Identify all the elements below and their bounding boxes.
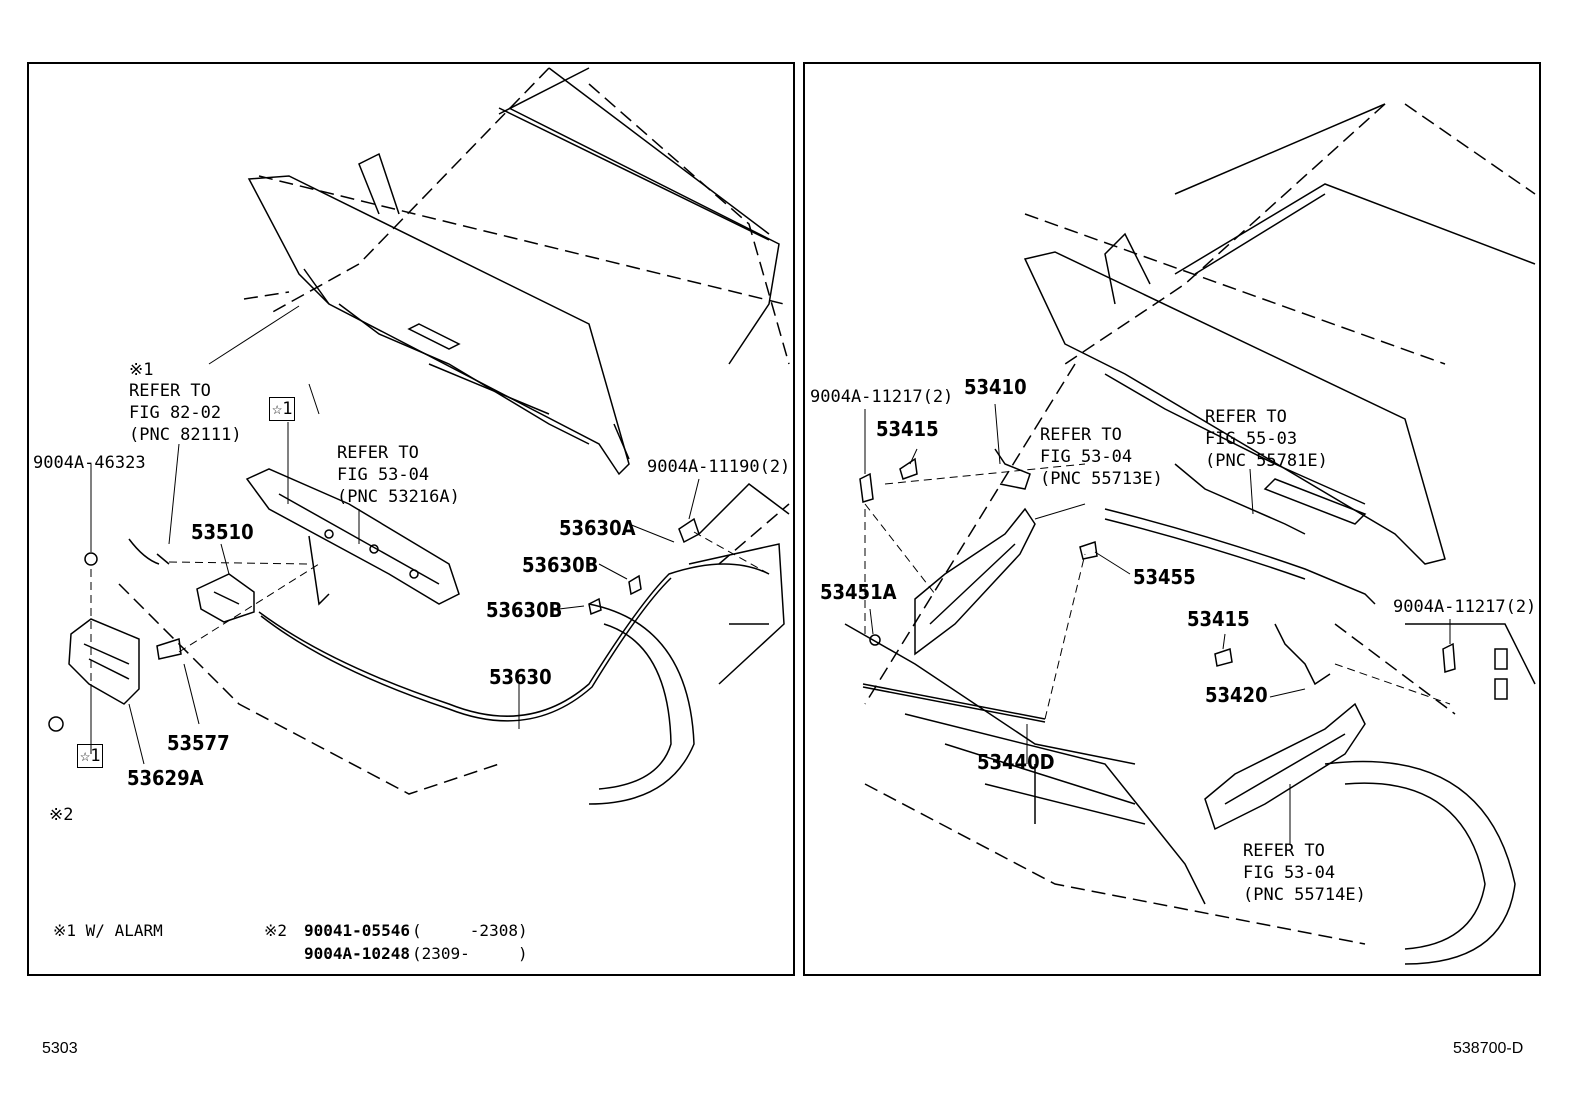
refer-55781e-line1: REFER TO bbox=[1205, 407, 1287, 427]
refer-support-line3: (PNC 53216A) bbox=[337, 487, 460, 507]
left-windshield bbox=[358, 67, 780, 365]
right-fender-wheel bbox=[1324, 623, 1536, 965]
refer-55781e-line3: (PNC 55781E) bbox=[1205, 451, 1328, 471]
note2-range2: (2309- ) bbox=[412, 944, 528, 963]
part-53415-upper: 53415 bbox=[876, 417, 939, 441]
right-windshield bbox=[1104, 103, 1536, 305]
part-53630b-upper: 53630B bbox=[522, 553, 599, 577]
refer-55781e-line2: FIG 55-03 bbox=[1205, 429, 1298, 449]
footer-figure-number: 5303 bbox=[42, 1040, 78, 1057]
refer-alarm-mark: ※1 bbox=[129, 360, 154, 380]
right-hinge-left bbox=[914, 448, 1036, 656]
refer-alarm-line3: (PNC 82111) bbox=[129, 425, 242, 445]
refer-support-line2: FIG 53-04 bbox=[337, 465, 430, 485]
star1-box-top: ☆1 bbox=[269, 397, 296, 421]
note-alarm: ※1 W/ ALARM bbox=[53, 921, 163, 940]
left-dash-leaders bbox=[90, 531, 770, 719]
part-53630: 53630 bbox=[489, 665, 552, 689]
mark2-label: ※2 bbox=[49, 805, 74, 825]
refer-55714e-line1: REFER TO bbox=[1243, 841, 1325, 861]
part-53410: 53410 bbox=[964, 375, 1027, 399]
refer-55713e-line1: REFER TO bbox=[1040, 425, 1122, 445]
refer-55714e-line3: (PNC 55714E) bbox=[1243, 885, 1366, 905]
left-hood-seal bbox=[68, 618, 140, 705]
part-53577: 53577 bbox=[167, 731, 230, 755]
part-53630b-lower: 53630B bbox=[486, 598, 563, 622]
part-53629a: 53629A bbox=[127, 766, 204, 790]
refer-55714e-line2: FIG 53-04 bbox=[1243, 863, 1336, 883]
part-53451a: 53451A bbox=[820, 580, 897, 604]
part-53510: 53510 bbox=[191, 520, 254, 544]
part-9004a-11217-right: 9004A-11217(2) bbox=[1393, 597, 1537, 617]
part-9004a-46323: 9004A-46323 bbox=[33, 453, 146, 473]
refer-alarm-line2: FIG 82-02 bbox=[129, 403, 222, 423]
right-diagram-panel: 9004A-11217(2) 53410 53415 53451A 53455 … bbox=[803, 62, 1541, 976]
left-diagram-panel: ※1 REFER TO FIG 82-02 (PNC 82111) REFER … bbox=[27, 62, 795, 976]
right-hood-stay bbox=[862, 683, 1046, 723]
right-fasteners bbox=[859, 457, 1456, 673]
refer-alarm-line1: REFER TO bbox=[129, 381, 211, 401]
footer-illustration-id: 538700-D bbox=[1453, 1040, 1524, 1057]
right-car-body bbox=[864, 103, 1536, 945]
part-53420: 53420 bbox=[1205, 683, 1268, 707]
part-53630a: 53630A bbox=[559, 516, 636, 540]
note2-part1: 90041-05546 bbox=[304, 921, 410, 940]
part-53440d: 53440D bbox=[977, 750, 1055, 774]
part-9004a-11190: 9004A-11190(2) bbox=[647, 457, 791, 477]
left-hood-illustration bbox=[48, 67, 790, 805]
part-9004a-11217-left: 9004A-11217(2) bbox=[810, 387, 954, 407]
right-hood-panel bbox=[1023, 251, 1446, 565]
right-cowl-panel bbox=[1104, 463, 1376, 605]
left-hood-panel bbox=[247, 175, 630, 476]
left-alarm-wire bbox=[128, 538, 160, 565]
left-hood-lock bbox=[196, 573, 255, 623]
part-53415-lower: 53415 bbox=[1187, 607, 1250, 631]
left-release-cable bbox=[258, 563, 770, 722]
left-fasteners bbox=[48, 517, 700, 732]
right-hinge-right bbox=[1204, 623, 1366, 831]
part-53455: 53455 bbox=[1133, 565, 1196, 589]
note2-range1: ( -2308) bbox=[412, 921, 528, 940]
right-leader-lines bbox=[864, 403, 1451, 844]
right-dash-leaders bbox=[864, 463, 1451, 720]
refer-support-line1: REFER TO bbox=[337, 443, 419, 463]
note2-mark: ※2 bbox=[264, 921, 288, 940]
refer-55713e-line3: (PNC 55713E) bbox=[1040, 469, 1163, 489]
left-leader-lines bbox=[90, 305, 700, 765]
right-hood-illustration bbox=[844, 103, 1536, 965]
refer-55713e-line2: FIG 53-04 bbox=[1040, 447, 1133, 467]
star1-box-bottom: ☆1 bbox=[77, 744, 104, 768]
note2-part2: 9004A-10248 bbox=[304, 944, 410, 963]
right-headlamp-grille bbox=[844, 623, 1206, 905]
